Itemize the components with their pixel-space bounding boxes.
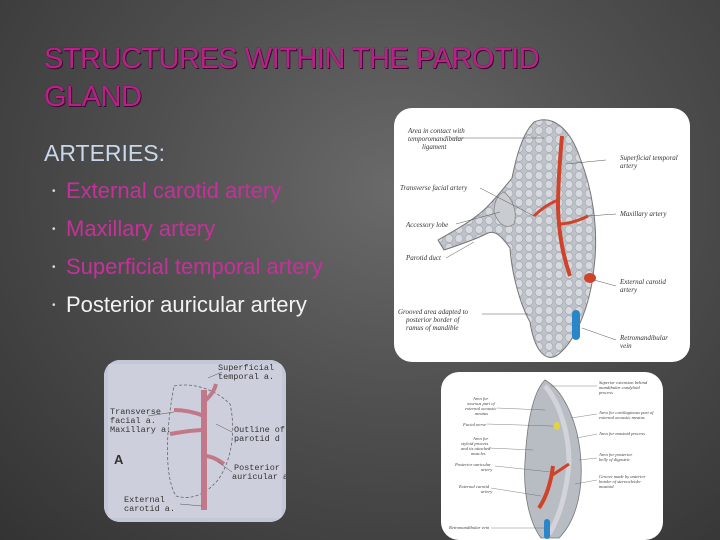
- bullet-dot-icon: •: [52, 261, 56, 273]
- fig3-label: Posterior auricular: [454, 462, 491, 467]
- fig3-label: border of sternocleido-: [599, 479, 642, 484]
- bullet-dot-icon: •: [52, 185, 56, 197]
- fig3-label: mandibular condyloid: [599, 385, 640, 390]
- fig1-label: ramus of mandible: [406, 324, 459, 332]
- fig3-label: muscles: [471, 451, 486, 456]
- bullet-text: External carotid artery: [66, 178, 282, 203]
- fig2-label: auricular a.: [232, 472, 286, 482]
- fig2-label: Posterior: [234, 463, 280, 473]
- fig1-label: ligament: [422, 143, 448, 151]
- fig3-label: meatus: [475, 411, 488, 416]
- fig3-label: Area for: [472, 396, 488, 401]
- fig2-panel-letter: A: [114, 452, 124, 467]
- section-heading: ARTERIES:: [44, 140, 165, 167]
- fig3-label: artery: [481, 467, 493, 472]
- fig3-label: Area for cartilaginous part of: [598, 410, 654, 415]
- fig3-label: belly of digastric: [599, 457, 630, 462]
- slide-title: STRUCTURES WITHIN THE PAROTID GLAND: [44, 40, 664, 116]
- fig1-label: vein: [620, 342, 632, 350]
- fig1-label: Superficial temporal: [620, 154, 678, 162]
- fig1-label: Retromandibular: [619, 334, 668, 342]
- fig1-label: Grooved area adapted to: [398, 308, 469, 316]
- parotid-figure-main: Area in contact with temporomandibular l…: [394, 108, 690, 362]
- fig3-label: Retromandibular vein: [448, 525, 490, 530]
- fig3-label: external acoustic meatus: [599, 415, 645, 420]
- fig1-label: posterior border of: [405, 316, 460, 324]
- fig3-label: and its attached: [461, 446, 491, 451]
- bullet-dot-icon: •: [52, 299, 56, 311]
- fig1-label: temporomandibular: [408, 135, 464, 143]
- bullet-item: • Maxillary artery: [44, 210, 323, 248]
- fig2-label: Maxillary a.: [110, 425, 171, 435]
- fig2-label: Outline of: [234, 425, 285, 435]
- bullet-text: Superficial temporal artery: [66, 254, 323, 279]
- schematic-illustration: Superficial temporal a. Transverse facia…: [104, 360, 286, 522]
- section-heading-text: ARTERIES: [44, 140, 159, 166]
- fig3-label: external acoustic: [465, 406, 497, 411]
- fig3-label: styloid process: [461, 441, 488, 446]
- parotid-illustration: Area in contact with temporomandibular l…: [398, 119, 678, 358]
- fig3-label: Area for posterior: [598, 452, 632, 457]
- fig2-label: Superficial: [218, 363, 274, 373]
- fig1-label: Maxillary artery: [619, 210, 667, 218]
- fig1-label: External carotid: [619, 278, 666, 286]
- fig3-label: artery: [481, 489, 493, 494]
- bullet-text: Posterior auricular artery: [66, 292, 307, 317]
- bullet-text: Maxillary artery: [66, 216, 216, 241]
- fig3-label: Superior extension behind: [599, 380, 648, 385]
- bullet-item: • Superficial temporal artery: [44, 248, 323, 286]
- artery-bullet-list: • External carotid artery • Maxillary arte…: [44, 172, 323, 324]
- fig3-label: Area for mastoid process: [598, 431, 645, 436]
- title-line-2: GLAND: [44, 81, 142, 113]
- fig3-label: Area for: [472, 436, 488, 441]
- fig1-label: Parotid duct: [405, 254, 442, 262]
- fig2-label: External: [124, 495, 165, 505]
- fig2-label: temporal a.: [218, 372, 274, 382]
- fig3-label: Groove made by anterior: [599, 474, 646, 479]
- fig1-label: artery: [620, 286, 638, 294]
- fig3-label: process: [598, 390, 613, 395]
- fig2-label: facial a.: [110, 416, 156, 426]
- bullet-dot-icon: •: [52, 223, 56, 235]
- fig3-label: osseous part of: [467, 401, 496, 406]
- fig2-label: Transverse: [110, 407, 161, 417]
- fig1-label: Accessory lobe: [405, 221, 448, 229]
- bullet-item: • External carotid artery: [44, 172, 323, 210]
- fig2-label: parotid d: [234, 434, 280, 444]
- fig3-label: External carotid: [458, 484, 490, 489]
- title-line-1: STRUCTURES WITHIN THE PAROTID: [44, 43, 540, 75]
- parotid-schematic-figure: Superficial temporal a. Transverse facia…: [104, 360, 286, 522]
- bullet-item: • Posterior auricular artery: [44, 286, 323, 324]
- section-heading-colon: :: [158, 140, 165, 166]
- fig1-label: Area in contact with: [407, 127, 465, 135]
- fig1-label: Transverse facial artery: [400, 184, 468, 192]
- fig1-label: artery: [620, 162, 638, 170]
- fig3-label: mastoid: [599, 484, 614, 489]
- fig3-label: Facial nerve: [462, 422, 486, 427]
- deep-surface-illustration: Area for osseous part of external acoust…: [448, 379, 654, 539]
- parotid-deep-surface-figure: Area for osseous part of external acoust…: [441, 372, 663, 540]
- fig2-label: carotid a.: [124, 504, 175, 514]
